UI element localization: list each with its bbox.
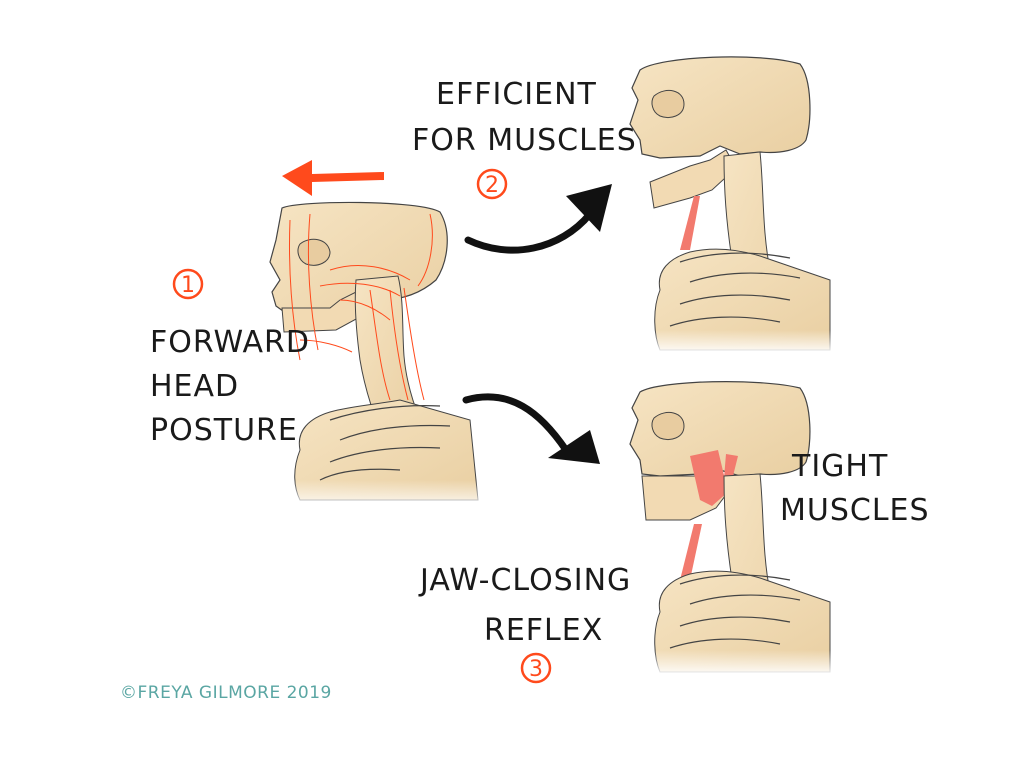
step-1-circle bbox=[172, 268, 204, 300]
tight-label: TIGHT bbox=[791, 449, 888, 484]
curved-arrow-up-right-icon bbox=[464, 184, 612, 254]
step-2-number: 2 bbox=[485, 173, 499, 198]
muscle-top-right bbox=[680, 196, 700, 250]
skull-top-right bbox=[629, 56, 811, 159]
jaw-top-right bbox=[649, 149, 737, 209]
tight-muscles-figure bbox=[629, 381, 850, 676]
eye-socket-top-right bbox=[651, 89, 685, 118]
forward-label: FORWARD bbox=[150, 325, 310, 360]
muscle-lines-left bbox=[288, 213, 433, 401]
efficient-label: EFFICIENT bbox=[436, 77, 597, 112]
step-3-circle bbox=[520, 652, 552, 684]
step-3-number: 3 bbox=[529, 657, 543, 682]
reflex-label: REFLEX bbox=[484, 613, 603, 648]
masseter-muscle bbox=[690, 450, 728, 506]
step-2-circle bbox=[476, 168, 508, 200]
jaw-closing-label: JAW-CLOSING bbox=[418, 563, 631, 598]
muscle-bottom-right bbox=[680, 524, 702, 580]
efficient-head-figure bbox=[629, 56, 850, 354]
for-muscles-label: FOR MUSCLES bbox=[412, 123, 637, 158]
arrow-left-icon bbox=[282, 160, 384, 196]
tight-muscles-label: MUSCLES bbox=[780, 493, 930, 528]
head-label: HEAD bbox=[150, 369, 239, 404]
copyright-credit: ©FREYA GILMORE 2019 bbox=[120, 683, 332, 703]
step-1-number: 1 bbox=[181, 273, 195, 298]
curved-arrow-down-right-icon bbox=[462, 393, 600, 464]
eye-socket-left bbox=[297, 238, 331, 266]
forward-head-figure bbox=[269, 160, 490, 510]
eye-socket-bottom-right bbox=[651, 411, 685, 440]
posture-label: POSTURE bbox=[150, 413, 298, 448]
